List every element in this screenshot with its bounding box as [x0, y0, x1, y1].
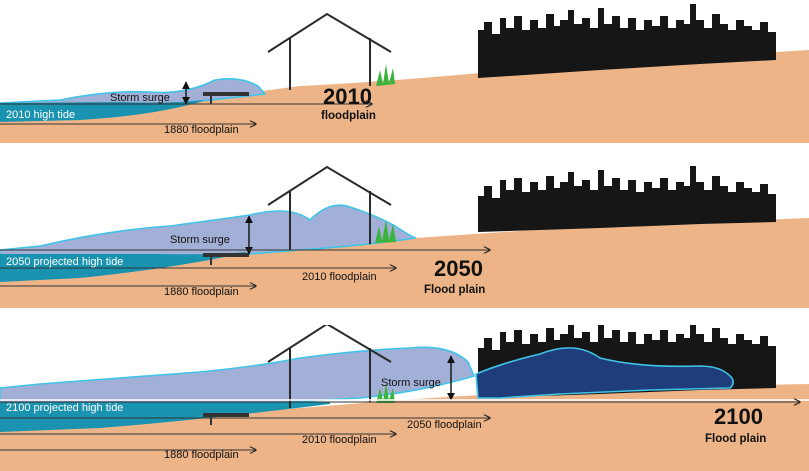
year-label: 2010 [323, 84, 372, 109]
floodplain-label: 1880 floodplain [164, 286, 239, 298]
high-tide-water [0, 252, 248, 282]
city-skyline [478, 166, 776, 232]
floodplain-label: 1880 floodplain [164, 124, 239, 136]
deep-storm-surge-water [475, 347, 734, 399]
pier [203, 92, 249, 96]
floodplain-label: 2050 floodplain [407, 419, 482, 431]
city-skyline [478, 4, 776, 78]
house [267, 12, 392, 90]
floodplain-title: Flood plain [705, 433, 766, 445]
floodplain-label: 2010 floodplain [302, 271, 377, 283]
year-label: 2050 [434, 256, 483, 281]
land [0, 50, 809, 143]
panel-divider [0, 143, 809, 160]
panel-2100: Storm surge 2100 projected high tide 205… [0, 318, 809, 471]
panel-divider [0, 308, 809, 325]
panel-2010: Storm surge 2010 high tide 1880 floodpla… [0, 4, 809, 143]
year-label: 2100 [714, 404, 763, 429]
floodplain-title: floodplain [321, 110, 376, 122]
storm-surge-label: Storm surge [381, 377, 441, 389]
land [0, 384, 809, 471]
high-tide-water [0, 402, 330, 432]
storm-surge-water [0, 204, 417, 263]
panel-2050: Storm surge 2050 projected high tide 201… [0, 165, 809, 308]
high-tide-label: 2050 projected high tide [6, 256, 123, 268]
floodplain-label: 1880 floodplain [164, 449, 239, 461]
floodplain-label: 2010 floodplain [302, 434, 377, 446]
storm-surge-label: Storm surge [110, 92, 170, 104]
high-tide-label: 2100 projected high tide [6, 402, 123, 414]
grass-icon [376, 384, 395, 403]
floodplain-title: Flood plain [424, 284, 485, 296]
grass-icon [376, 64, 395, 86]
high-tide-water [0, 100, 205, 122]
house [267, 165, 392, 250]
grass-icon [375, 220, 396, 243]
storm-surge-label: Storm surge [170, 234, 230, 246]
storm-surge-water [0, 346, 476, 409]
pier [203, 413, 249, 417]
high-tide-label: 2010 high tide [6, 109, 75, 121]
pier [203, 253, 249, 257]
